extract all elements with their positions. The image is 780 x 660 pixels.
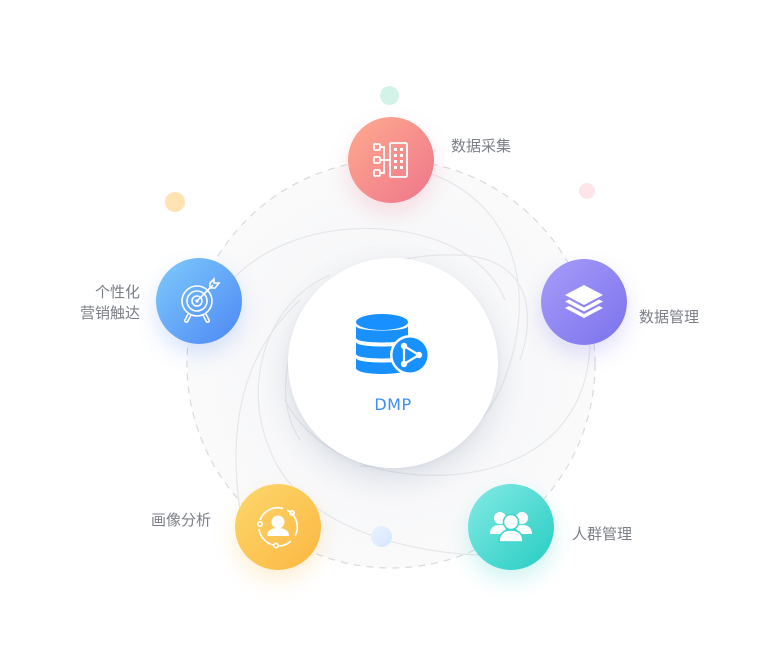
module-data-collection[interactable] (348, 117, 434, 203)
decor-dot-orange (165, 192, 185, 212)
module-personalized-marketing[interactable] (156, 258, 242, 344)
users-group-icon (490, 512, 532, 543)
database-share-icon (356, 314, 430, 375)
decor-dot-blue (371, 526, 392, 547)
orbit-dashed-ring (186, 159, 596, 569)
module-label-line-2: 营销触达 (79, 304, 140, 322)
module-profile-analysis[interactable] (235, 484, 321, 570)
module-label-audience-management: 人群管理 (572, 525, 633, 543)
module-label-data-management: 数据管理 (639, 308, 700, 326)
center-title: DMP (374, 395, 412, 414)
module-label-personalized-marketing: 个性化 营销触达 (60, 282, 140, 324)
data-collection-icon (373, 142, 408, 178)
decor-dot-green (380, 86, 399, 105)
module-data-management[interactable] (541, 259, 627, 345)
layers-icon (565, 285, 603, 318)
decor-dot-pink (579, 183, 595, 199)
dmp-center-hub[interactable]: DMP (288, 258, 498, 468)
module-label-data-collection: 数据采集 (451, 137, 512, 155)
module-label-line-1: 个性化 (94, 283, 140, 301)
module-label-profile-analysis: 画像分析 (151, 511, 212, 529)
target-icon (181, 277, 221, 323)
user-profile-icon (256, 507, 299, 549)
module-audience-management[interactable] (468, 484, 554, 570)
